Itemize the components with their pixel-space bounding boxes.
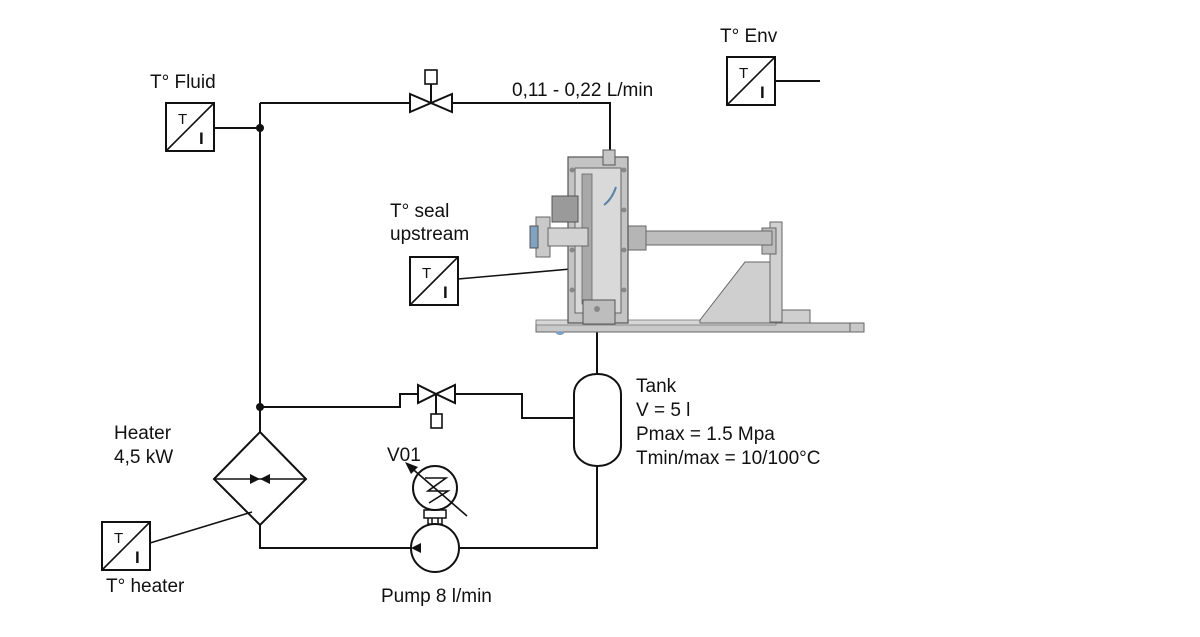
label-tank-line4: Tmin/max = 10/100°C xyxy=(636,448,821,469)
label-tank-line2: V = 5 l xyxy=(636,400,691,421)
junction-dot-top xyxy=(256,124,264,132)
label-flow-rate: 0,11 - 0,22 L/min xyxy=(512,80,654,101)
svg-text:I: I xyxy=(443,283,448,302)
svg-text:T: T xyxy=(422,265,431,282)
valve-v01 xyxy=(405,462,468,517)
label-tank-line3: Pmax = 1.5 Mpa xyxy=(636,424,775,445)
label-t-heater: T° heater xyxy=(106,576,185,597)
label-t-fluid: T° Fluid xyxy=(150,72,216,93)
pipe-pump-to-heater xyxy=(259,525,410,549)
label-valve-v01: V01 xyxy=(387,445,421,466)
svg-text:T: T xyxy=(114,530,123,547)
svg-text:I: I xyxy=(199,129,204,148)
svg-text:I: I xyxy=(135,548,140,567)
heater-exchanger xyxy=(212,430,308,527)
pipe-network xyxy=(222,80,820,549)
transmitter-t-env: T I xyxy=(726,56,776,106)
valve-top xyxy=(409,69,453,114)
valve-middle xyxy=(417,383,456,429)
label-t-seal-line1: T° seal xyxy=(390,201,450,222)
svg-text:T: T xyxy=(739,65,748,82)
pipe-return-left xyxy=(260,393,418,408)
pipe-return-right xyxy=(455,393,574,419)
tank-vessel xyxy=(573,373,622,467)
transmitter-t-seal: T I xyxy=(409,256,459,306)
t-seal-lead xyxy=(457,267,583,280)
valve-middle-actuator-icon xyxy=(430,413,443,429)
transmitter-t-fluid: T I xyxy=(165,102,215,152)
pipe-tank-to-pump xyxy=(460,466,598,549)
svg-text:T: T xyxy=(178,111,187,128)
pump-symbol xyxy=(410,503,460,573)
label-heater-line2: 4,5 kW xyxy=(114,447,174,468)
test-rig-machine xyxy=(529,149,865,335)
transmitter-t-heater: T I xyxy=(101,521,151,571)
junction-dot-middle xyxy=(256,403,264,411)
label-t-seal-line2: upstream xyxy=(390,224,470,245)
svg-text:I: I xyxy=(760,83,765,102)
label-pump: Pump 8 l/min xyxy=(381,586,492,607)
valve-top-actuator-icon xyxy=(424,69,438,85)
label-t-env: T° Env xyxy=(720,26,778,47)
pipe-top-to-rig xyxy=(452,102,611,165)
t-heater-lead xyxy=(149,511,253,544)
label-heater-line1: Heater xyxy=(114,423,172,444)
label-tank-line1: Tank xyxy=(636,376,677,397)
